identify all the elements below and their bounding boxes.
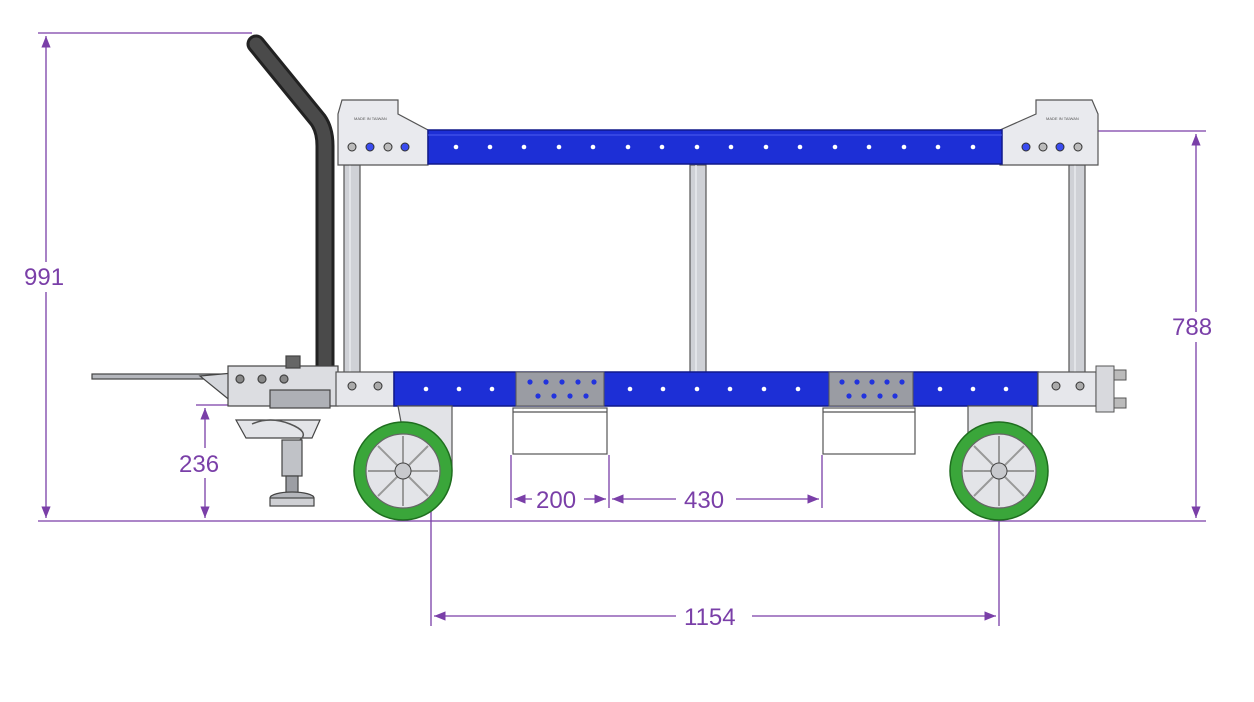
frame-uprights [343,164,1086,374]
dimension-lines [38,32,1206,626]
top-rail: MADE IN TAIWAN MADE IN TAIWAN [337,99,1099,166]
bottom-rail [335,365,1127,413]
fork-pockets [512,407,916,455]
push-handle [246,34,335,382]
end-plate-tag-left: MADE IN TAIWAN [354,116,387,121]
dim-tow-bar-height: 236 [179,451,219,478]
dim-fork-pocket-spacing: 430 [684,487,724,514]
caster-left [353,405,453,521]
tow-bar-assembly [91,355,339,507]
caster-right [949,405,1049,521]
end-plate-tag-right: MADE IN TAIWAN [1046,116,1079,121]
dim-overall-height: 991 [24,264,64,291]
dim-fork-pocket-width: 200 [536,487,576,514]
dim-wheelbase: 1154 [684,604,736,631]
dim-frame-height: 788 [1172,314,1212,341]
